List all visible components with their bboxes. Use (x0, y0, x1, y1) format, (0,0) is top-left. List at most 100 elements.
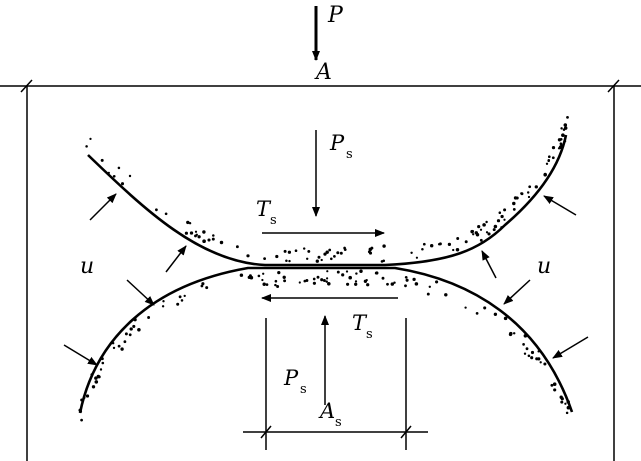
cement-dot (498, 211, 502, 214)
pore-arrow-right-4 (552, 336, 589, 359)
cement-dot (315, 259, 319, 263)
cement-dot (559, 137, 563, 141)
cement-dot (283, 279, 287, 283)
cement-dot (508, 332, 513, 337)
cement-dot (183, 294, 186, 298)
cement-dot (404, 284, 407, 288)
cement-dot (101, 357, 104, 361)
cement-dot (527, 354, 531, 358)
cement-dot (492, 228, 496, 232)
cement-dot (275, 254, 279, 259)
cement-dot (528, 185, 532, 189)
cement-dot (112, 346, 116, 350)
cement-dot (317, 255, 321, 259)
cement-dot (503, 218, 506, 221)
cement-dot (526, 191, 530, 194)
cement-dot (527, 195, 531, 199)
pore-arrow-left-4 (63, 344, 98, 366)
cement-dot (161, 305, 165, 308)
cement-dot (564, 402, 567, 405)
cement-dot (560, 144, 563, 147)
cement-dot (274, 283, 277, 287)
cement-dot (85, 394, 90, 398)
cement-dot (96, 374, 101, 379)
cement-dot (523, 334, 528, 338)
contact-area-sub: s (335, 415, 342, 430)
cement-dot (404, 275, 408, 279)
cement-dot (262, 272, 265, 275)
cement-dot (305, 279, 309, 282)
cement-dot (560, 397, 564, 401)
cement-dot (426, 292, 430, 296)
cement-dot (322, 279, 326, 282)
pore-arrow-left-3 (126, 279, 155, 306)
cement-dot (274, 279, 278, 283)
cement-dot (464, 306, 467, 309)
cement-dot (535, 357, 539, 361)
cement-dot (493, 224, 498, 229)
cement-dot (120, 347, 124, 351)
cement-dot (178, 295, 182, 299)
cement-dot (456, 237, 460, 240)
cement-dot (288, 259, 291, 263)
cement-dot (194, 230, 198, 233)
cement-dot (354, 282, 358, 286)
cement-dot (479, 238, 483, 242)
cement-dot (479, 228, 483, 231)
cement-dot (345, 270, 349, 273)
cement-dot (78, 408, 82, 413)
cement-dot (472, 233, 475, 236)
pore-arrow-right-2 (481, 250, 497, 279)
cement-dot (503, 208, 507, 212)
cement-dot (477, 225, 481, 229)
cement-dot (287, 250, 292, 254)
cement-dot (330, 257, 333, 261)
cement-dot (520, 192, 523, 195)
cement-dot (483, 306, 487, 310)
cement-dot (263, 257, 266, 260)
cement-dot (201, 282, 205, 286)
cement-dot (306, 257, 309, 260)
cement-dot (120, 182, 125, 186)
cement-dot (124, 332, 128, 336)
cement-dot (107, 171, 110, 175)
cement-dot (565, 411, 569, 415)
cement-dot (336, 270, 340, 274)
cement-dot (355, 272, 358, 275)
cement-dot (162, 300, 165, 303)
cement-dot (212, 234, 215, 237)
cement-dot (99, 368, 103, 371)
cement-dot (543, 362, 547, 366)
cement-dot (186, 220, 190, 225)
cement-dot (246, 254, 250, 258)
cement-dot (566, 400, 570, 404)
cement-dot (566, 405, 571, 410)
pore-pressure-label-left: u (80, 254, 94, 279)
cement-dot (551, 156, 555, 160)
cement-dot (346, 282, 350, 286)
cement-dot (316, 275, 320, 279)
cement-dot (123, 340, 127, 344)
cement-dot (195, 233, 198, 236)
cement-dot (444, 293, 448, 297)
cement-dot (522, 343, 525, 346)
cement-dot (563, 140, 567, 143)
cement-dot (513, 196, 518, 200)
cement-dot (89, 137, 92, 141)
cement-dot (133, 318, 137, 322)
cement-dot (235, 245, 239, 249)
cement-dot (326, 270, 329, 273)
cement-dot (117, 344, 121, 348)
cement-dot (184, 231, 188, 235)
cement-dot (307, 249, 311, 253)
cement-dot (320, 278, 324, 282)
cement-dot (312, 281, 316, 285)
cement-dot (381, 276, 385, 280)
cement-dot (298, 281, 301, 284)
cement-dot (547, 155, 551, 159)
cement-dot (117, 166, 121, 170)
cement-dot (545, 162, 549, 165)
cement-dot (370, 246, 374, 250)
cement-dot (219, 240, 224, 245)
